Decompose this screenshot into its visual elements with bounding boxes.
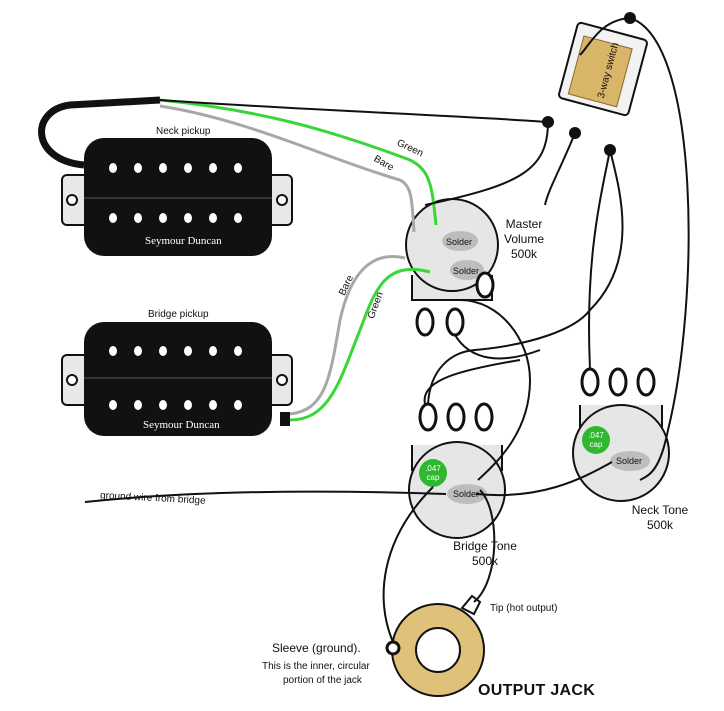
- volume-solder-1: Solder: [446, 237, 473, 247]
- jack-sleeve-line2: This is the inner, circular: [262, 661, 370, 672]
- volume-pot-value: 500k: [510, 247, 538, 261]
- neck-tone-value: 500k: [646, 518, 674, 532]
- neck-tone-cap: [582, 426, 610, 454]
- neck-tone-solder: Solder: [616, 456, 643, 466]
- bridge-tone-cap-label: .047 cap: [425, 464, 441, 482]
- bridge-tone-solder: Solder: [453, 489, 480, 499]
- neck-pickup-cable: [38, 96, 161, 169]
- bridge-pickup: [61, 322, 293, 436]
- bridge-tone-value: 500k: [471, 554, 499, 568]
- bridge-pickup-label: Bridge pickup: [148, 309, 209, 320]
- bridge-tone-title: Bridge Tone: [453, 539, 517, 553]
- neck-tone-cap-label: .047 cap: [588, 431, 604, 449]
- bare-wires: [159, 104, 416, 416]
- volume-pot-title-1: Master: [505, 217, 543, 231]
- bridge-tone-cap: [419, 459, 447, 487]
- jack-sleeve-title: Sleeve (ground).: [272, 641, 361, 655]
- volume-solder-2: Solder: [453, 266, 480, 276]
- jack-tip-label: Tip (hot output): [490, 603, 558, 614]
- neck-pickup-brand: Seymour Duncan: [145, 235, 222, 247]
- jack-sleeve-line3: portion of the jack: [283, 675, 362, 686]
- black-wires: [84, 17, 690, 643]
- volume-pot: [405, 198, 499, 337]
- bridge-pickup-brand: Seymour Duncan: [143, 419, 220, 431]
- volume-pot-title-2: Volume: [503, 232, 545, 246]
- three-way-switch: [542, 12, 648, 156]
- output-jack: [385, 594, 485, 697]
- jack-title: OUTPUT JACK: [478, 682, 596, 699]
- green-wires: [159, 98, 438, 422]
- neck-pickup: [61, 138, 293, 256]
- neck-pickup-label: Neck pickup: [156, 126, 211, 137]
- neck-tone-title: Neck Tone: [631, 503, 689, 517]
- bridge-tone-pot: [408, 402, 506, 539]
